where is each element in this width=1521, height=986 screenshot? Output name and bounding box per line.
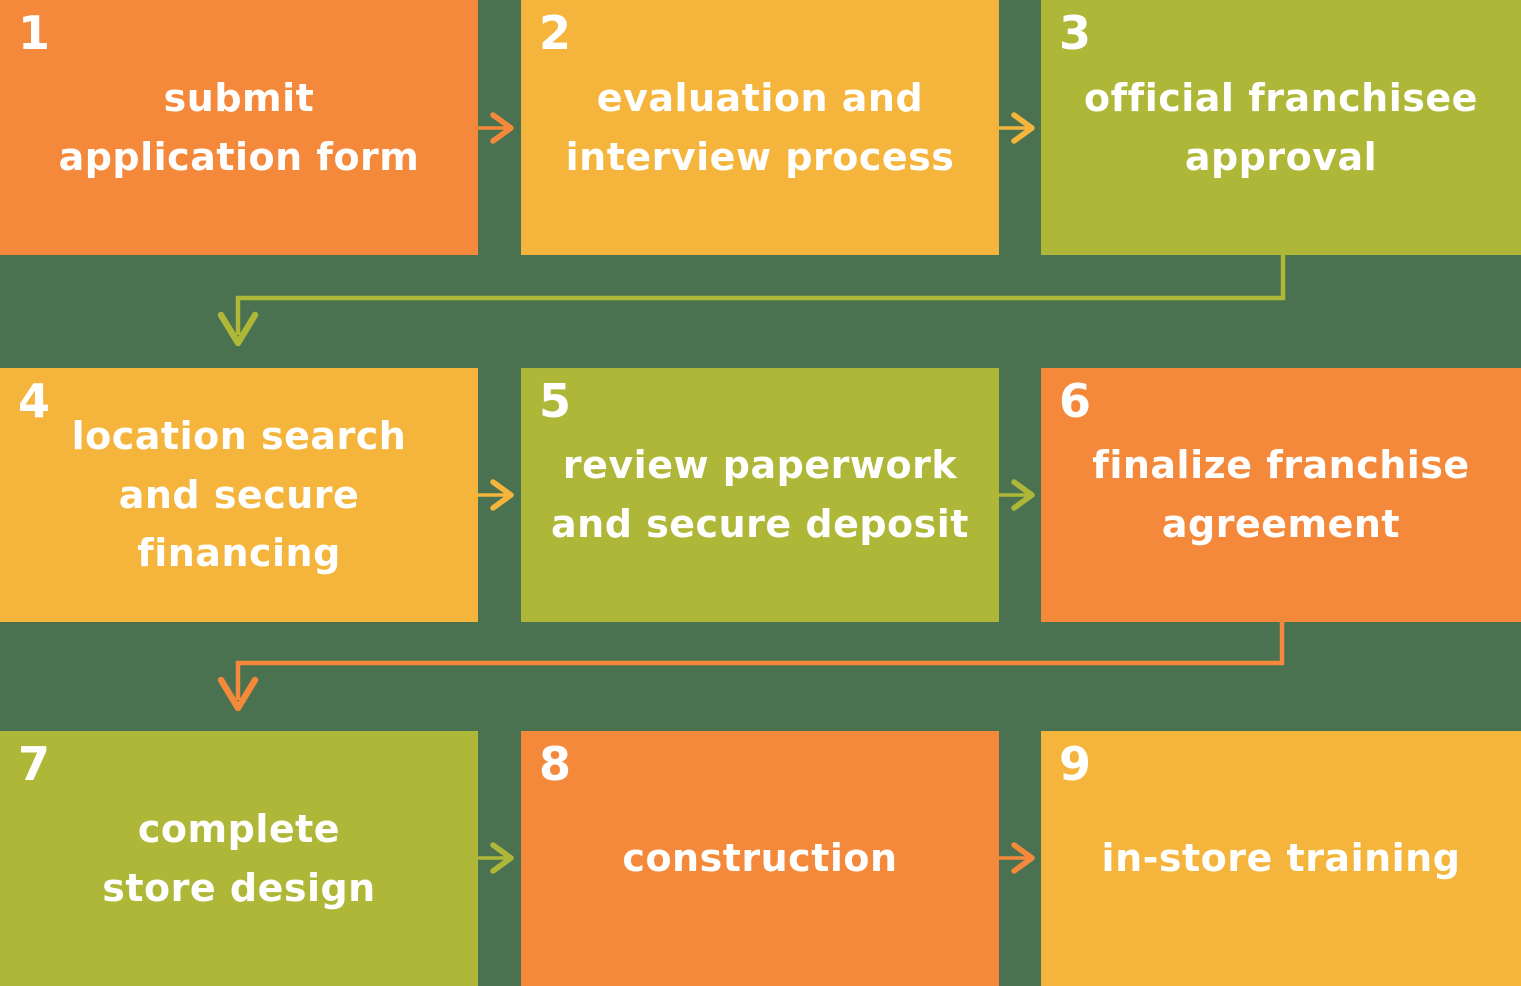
step-9-box: 9 in-store training xyxy=(1041,731,1521,986)
step-5-number: 5 xyxy=(539,374,572,428)
step-5-box: 5 review paperwork and secure deposit xyxy=(521,368,999,622)
step-6-box: 6 finalize franchise agreement xyxy=(1041,368,1521,622)
step-1-label: submit application form xyxy=(58,75,420,179)
step-3-number: 3 xyxy=(1059,6,1092,60)
step-8-label: construction xyxy=(622,836,898,881)
step-4-label: location search and secure financing xyxy=(71,413,407,576)
arrow-4-5-icon xyxy=(477,479,514,511)
step-4-number: 4 xyxy=(18,374,51,428)
connector-3-4-icon xyxy=(217,253,1286,347)
step-2-label: evaluation and interview process xyxy=(565,75,955,179)
step-9-label: in-store training xyxy=(1101,836,1461,881)
arrow-7-8-icon xyxy=(477,842,514,874)
step-9-number: 9 xyxy=(1059,737,1092,791)
arrow-1-2-icon xyxy=(477,112,514,144)
step-6-number: 6 xyxy=(1059,374,1092,428)
step-3-box: 3 official franchisee approval xyxy=(1041,0,1521,255)
step-8-box: 8 construction xyxy=(521,731,999,986)
step-7-label: complete store design xyxy=(102,806,376,910)
step-1-box: 1 submit application form xyxy=(0,0,478,255)
arrow-2-3-icon xyxy=(998,112,1035,144)
step-1-number: 1 xyxy=(18,6,51,60)
step-5-label: review paperwork and secure deposit xyxy=(551,443,969,546)
step-2-number: 2 xyxy=(539,6,572,60)
step-8-number: 8 xyxy=(539,737,572,791)
step-2-box: 2 evaluation and interview process xyxy=(521,0,999,255)
arrow-8-9-icon xyxy=(998,842,1035,874)
step-3-label: official franchisee approval xyxy=(1084,75,1478,179)
step-7-box: 7 complete store design xyxy=(0,731,478,986)
step-4-box: 4 location search and secure financing xyxy=(0,368,478,622)
step-7-number: 7 xyxy=(18,737,51,791)
step-6-label: finalize franchise agreement xyxy=(1092,443,1470,546)
arrow-5-6-icon xyxy=(998,479,1035,511)
connector-6-7-icon xyxy=(217,620,1285,712)
